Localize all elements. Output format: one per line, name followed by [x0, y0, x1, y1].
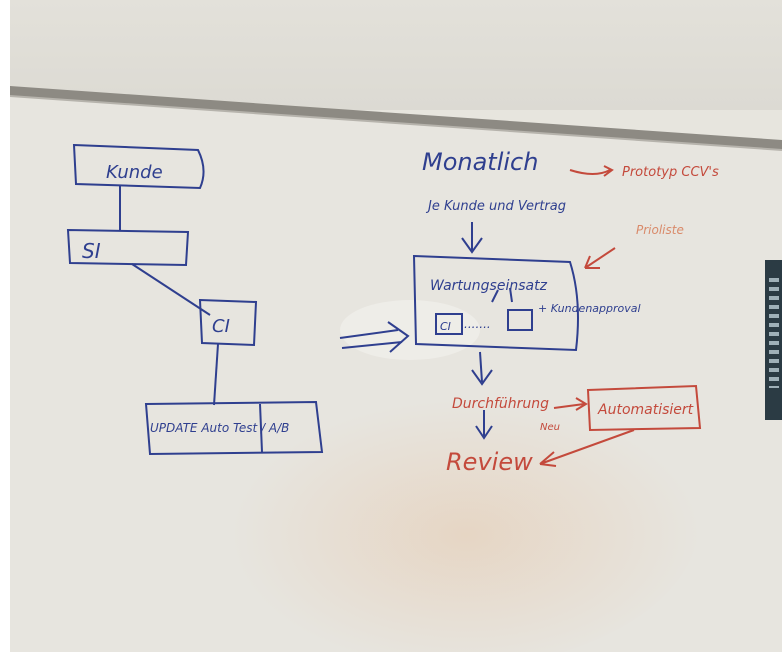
update-label: UPDATE Auto Test / A/B — [150, 421, 289, 435]
arrow-icon — [539, 429, 635, 467]
light-glare — [180, 370, 700, 652]
kunde-box — [72, 143, 205, 190]
ci-small-box — [435, 313, 463, 335]
marker-tray — [10, 86, 782, 150]
update-box — [144, 400, 324, 456]
red-shapes — [539, 165, 702, 467]
kunde-label: Kunde — [106, 162, 163, 183]
arrow-icon — [475, 410, 493, 440]
left-flow-shapes — [66, 143, 410, 456]
ci-small-label: CI — [440, 320, 451, 333]
arrow-icon — [584, 247, 616, 269]
si-label: SI — [82, 239, 101, 263]
sticky-note-text — [769, 278, 779, 388]
wartung-box — [412, 254, 579, 352]
arrow-icon — [569, 165, 614, 177]
ci-box — [198, 298, 258, 347]
right-flow-shapes — [412, 222, 579, 440]
si-ci-connector — [131, 263, 211, 316]
automatisiert-box — [586, 384, 702, 432]
sticky-note — [765, 260, 782, 420]
prototyp-label: Prototyp CCV's — [622, 165, 719, 180]
automatisiert-label: Automatisiert — [597, 402, 694, 418]
wartung-label: Wartungseinsatz — [430, 278, 548, 294]
review-label: Review — [446, 448, 533, 476]
prioliste-label: Prioliste — [636, 223, 684, 237]
ci-update-connector — [213, 343, 219, 406]
je-kunde-label: Je Kunde und Vertrag — [425, 199, 566, 214]
arrow-icon — [553, 397, 588, 411]
approval-label: + Kundenapproval — [538, 302, 641, 315]
si-box — [66, 228, 190, 267]
arrow-icon — [461, 222, 483, 254]
monatlich-label: Monatlich — [422, 148, 538, 176]
double-arrow — [339, 321, 410, 353]
whiteboard-photo: Kunde SI CI UPDATE Auto Test / A/B Monat… — [10, 0, 782, 652]
dots-label: ....... — [464, 317, 491, 331]
whiteboard: Kunde SI CI UPDATE Auto Test / A/B Monat… — [10, 86, 782, 652]
ci-label: CI — [212, 316, 230, 337]
neu-label: Neu — [540, 422, 560, 433]
durchfuehrung-label: Durchführung — [452, 396, 549, 412]
approval-box — [507, 309, 533, 331]
light-reflection — [340, 300, 480, 360]
arrow-icon — [471, 351, 493, 386]
wall — [10, 0, 782, 110]
